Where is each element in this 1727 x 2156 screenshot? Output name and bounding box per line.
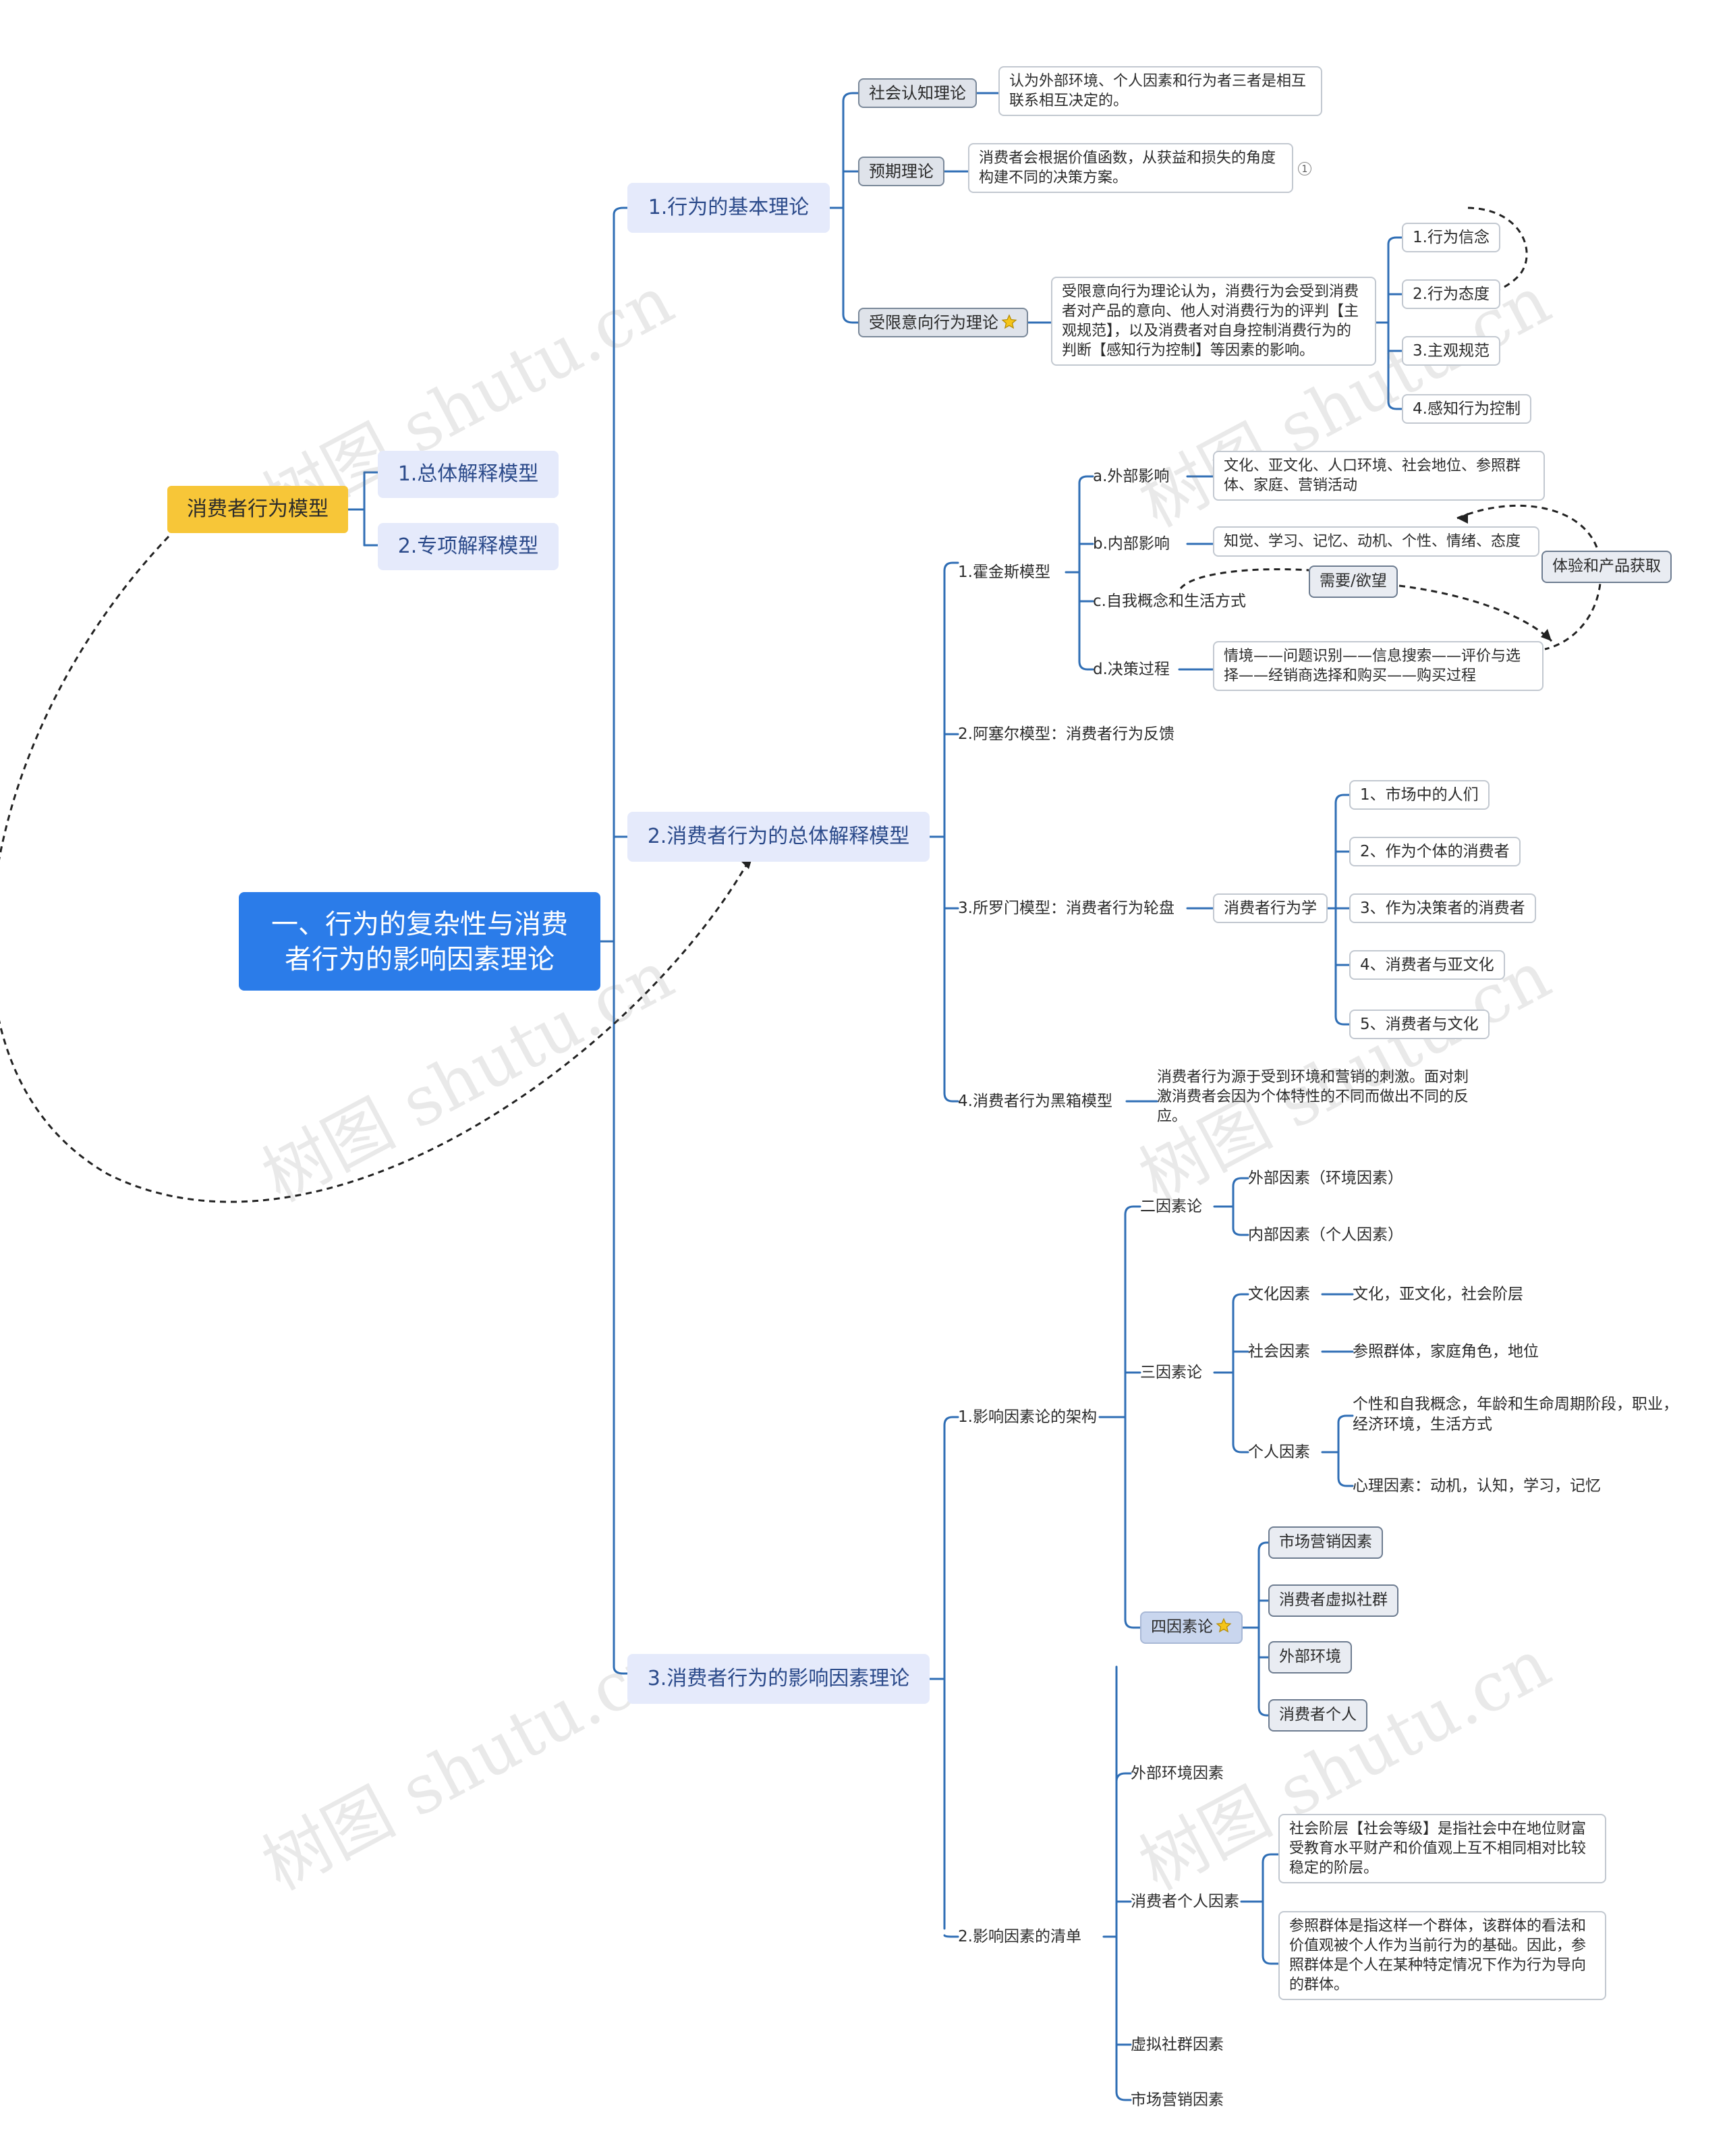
influence-architecture[interactable]: 1.影响因素论的架构 bbox=[958, 1408, 1097, 1426]
culture-factor-desc: 文化，亚文化，社会阶层 bbox=[1353, 1286, 1523, 1303]
four-factor-item[interactable]: 消费者个人 bbox=[1268, 1699, 1367, 1732]
solomon-item[interactable]: 2、作为个体的消费者 bbox=[1349, 837, 1521, 866]
root-topic-line2: 者行为的影响因素理论 bbox=[285, 944, 555, 975]
limited-item[interactable]: 2.行为态度 bbox=[1402, 279, 1500, 309]
solomon-item[interactable]: 5、消费者与文化 bbox=[1349, 1010, 1490, 1039]
blackbox-desc: 消费者行为源于受到环境和营销的刺激。面对刺激消费者会因为个体特性的不同而做出不同… bbox=[1157, 1069, 1469, 1125]
virtual-community-factor[interactable]: 虚拟社群因素 bbox=[1131, 2036, 1224, 2053]
reference-group-desc: 参照群体是指这样一个群体，该群体的看法和价值观被个人作为当前行为的基础。因此，参… bbox=[1278, 1911, 1606, 2000]
consumer-personal-factor[interactable]: 消费者个人因素 bbox=[1131, 1893, 1239, 1910]
two-factor-item: 外部因素（环境因素） bbox=[1248, 1169, 1403, 1187]
four-factor-theory[interactable]: 四因素论 bbox=[1140, 1611, 1243, 1644]
external-influence[interactable]: a.外部影响 bbox=[1093, 468, 1170, 485]
expectancy-node[interactable]: 预期理论 bbox=[858, 157, 944, 186]
experience-node[interactable]: 体验和产品获取 bbox=[1541, 551, 1672, 583]
solomon-item[interactable]: 1、市场中的人们 bbox=[1349, 780, 1490, 810]
four-factor-item[interactable]: 消费者虚拟社群 bbox=[1268, 1584, 1398, 1617]
social-cognition-desc: 认为外部环境、个人因素和行为者三者是相互联系相互决定的。 bbox=[998, 66, 1322, 116]
internal-influence-desc: 知觉、学习、记忆、动机、个性、情绪、态度 bbox=[1213, 526, 1539, 557]
branch-basic-theory[interactable]: 1.行为的基本理论 bbox=[627, 183, 830, 233]
need-desire-node[interactable]: 需要/欲望 bbox=[1309, 565, 1398, 598]
internal-influence[interactable]: b.内部影响 bbox=[1093, 535, 1170, 553]
side-topic[interactable]: 消费者行为模型 bbox=[167, 486, 348, 533]
four-factor-item[interactable]: 市场营销因素 bbox=[1268, 1526, 1383, 1559]
decision-process-desc: 情境——问题识别——信息搜索——评价与选择——经销商选择和购买——购买过程 bbox=[1213, 641, 1544, 691]
branch-influence-theory[interactable]: 3.消费者行为的影响因素理论 bbox=[627, 1654, 930, 1704]
four-factor-label: 四因素论 bbox=[1151, 1618, 1213, 1636]
hawkins-model[interactable]: 1.霍金斯模型 bbox=[958, 563, 1050, 581]
limited-intention-node[interactable]: 受限意向行为理论 bbox=[858, 308, 1028, 337]
branch-overall-model[interactable]: 2.消费者行为的总体解释模型 bbox=[627, 812, 930, 862]
expectancy-desc: 消费者会根据价值函数，从获益和损失的角度构建不同的决策方案。 bbox=[968, 143, 1293, 193]
note-badge[interactable]: 1 bbox=[1298, 162, 1311, 175]
blackbox-model[interactable]: 4.消费者行为黑箱模型 bbox=[958, 1093, 1112, 1110]
personal-factor-item: 心理因素：动机，认知，学习，记忆 bbox=[1353, 1477, 1601, 1495]
influence-list[interactable]: 2.影响因素的清单 bbox=[958, 1928, 1081, 1945]
side-item[interactable]: 2.专项解释模型 bbox=[378, 523, 559, 570]
limited-item[interactable]: 1.行为信念 bbox=[1402, 223, 1500, 252]
side-item[interactable]: 1.总体解释模型 bbox=[378, 451, 559, 498]
two-factor-theory[interactable]: 二因素论 bbox=[1140, 1198, 1202, 1215]
decision-process[interactable]: d.决策过程 bbox=[1093, 661, 1170, 678]
assael-model[interactable]: 2.阿塞尔模型：消费者行为反馈 bbox=[958, 725, 1174, 743]
star-icon bbox=[1001, 314, 1017, 329]
social-cognition-node[interactable]: 社会认知理论 bbox=[858, 78, 977, 108]
root-topic[interactable]: 一、行为的复杂性与消费 者行为的影响因素理论 bbox=[239, 892, 600, 991]
external-environment-factor[interactable]: 外部环境因素 bbox=[1131, 1765, 1224, 1782]
two-factor-item: 内部因素（个人因素） bbox=[1248, 1226, 1403, 1244]
root-topic-line1: 一、行为的复杂性与消费 bbox=[271, 909, 568, 940]
four-factor-item[interactable]: 外部环境 bbox=[1268, 1641, 1352, 1674]
solomon-item[interactable]: 4、消费者与亚文化 bbox=[1349, 950, 1505, 980]
personal-factor-item: 个性和自我概念，年龄和生命周期阶段，职业，经济环境，生活方式 bbox=[1353, 1395, 1678, 1433]
limited-intention-desc: 受限意向行为理论认为，消费行为会受到消费者对产品的意向、他人对消费行为的评判【主… bbox=[1051, 277, 1376, 366]
consumer-behavior-node[interactable]: 消费者行为学 bbox=[1213, 893, 1328, 923]
solomon-model[interactable]: 3.所罗门模型：消费者行为轮盘 bbox=[958, 900, 1174, 917]
external-influence-desc: 文化、亚文化、人口环境、社会地位、参照群体、家庭、营销活动 bbox=[1213, 451, 1545, 501]
self-concept-lifestyle[interactable]: c.自我概念和生活方式 bbox=[1093, 592, 1246, 610]
limited-item[interactable]: 3.主观规范 bbox=[1402, 336, 1500, 366]
social-factor-desc: 参照群体，家庭角色，地位 bbox=[1353, 1343, 1539, 1360]
personal-factor[interactable]: 个人因素 bbox=[1248, 1443, 1310, 1461]
marketing-factor[interactable]: 市场营销因素 bbox=[1131, 2091, 1224, 2109]
three-factor-theory[interactable]: 三因素论 bbox=[1140, 1364, 1202, 1381]
star-icon bbox=[1216, 1618, 1232, 1633]
solomon-item[interactable]: 3、作为决策者的消费者 bbox=[1349, 893, 1536, 923]
limited-intention-label: 受限意向行为理论 bbox=[869, 313, 998, 332]
social-factor[interactable]: 社会因素 bbox=[1248, 1343, 1310, 1360]
culture-factor[interactable]: 文化因素 bbox=[1248, 1286, 1310, 1303]
limited-item[interactable]: 4.感知行为控制 bbox=[1402, 394, 1531, 424]
social-class-desc: 社会阶层【社会等级】是指社会中在地位财富受教育水平财产和价值观上互不相同相对比较… bbox=[1278, 1814, 1606, 1883]
